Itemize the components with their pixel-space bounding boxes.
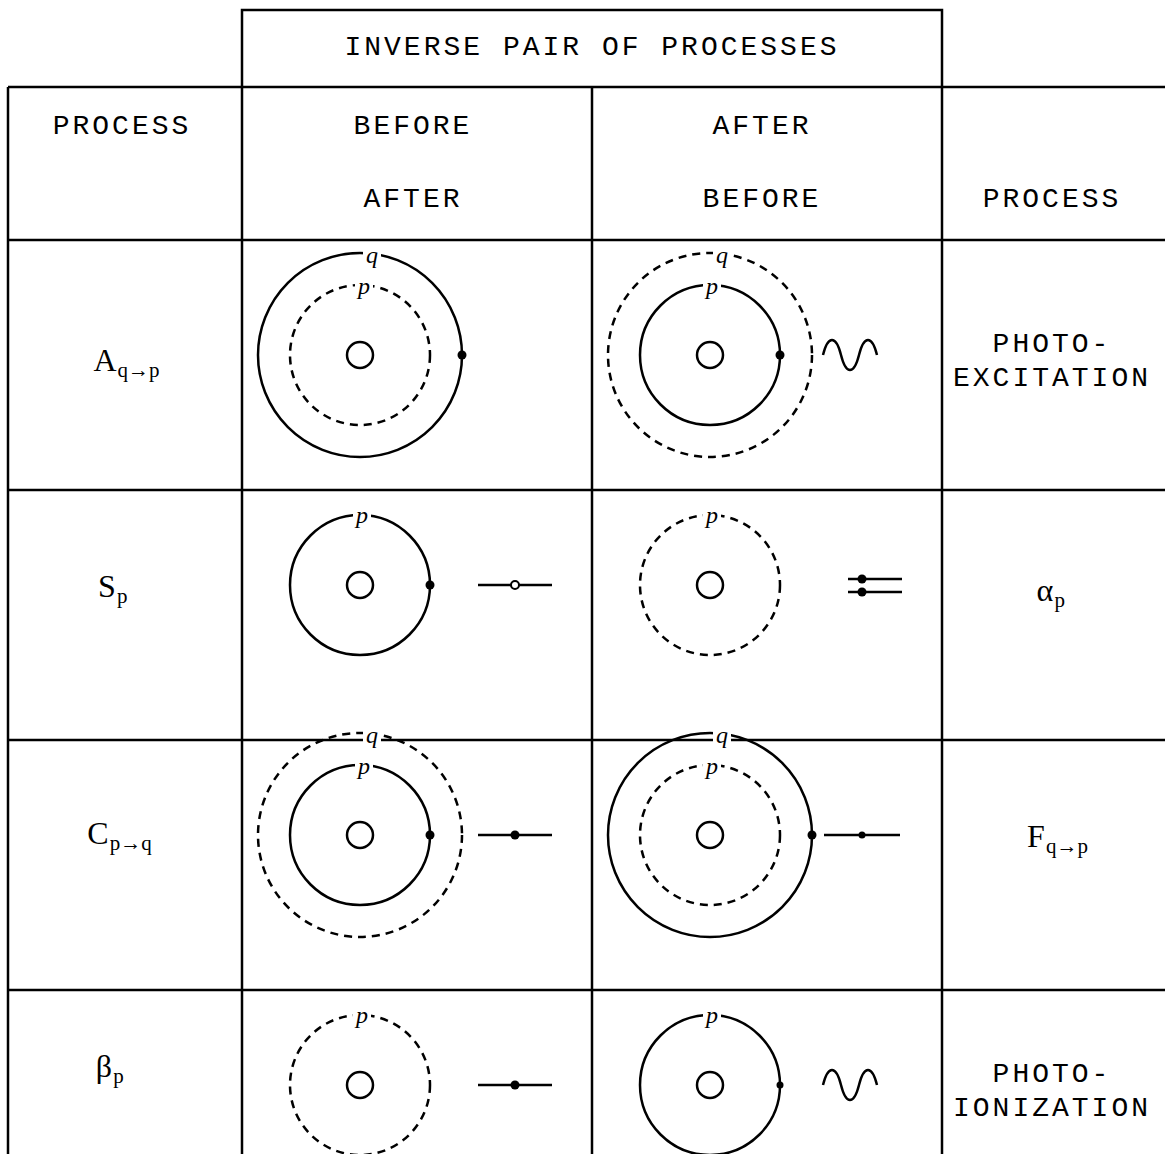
orbit-label: q — [713, 723, 731, 747]
column-header: BEFORE — [703, 183, 822, 217]
process-symbol: A — [93, 344, 116, 376]
electron — [858, 588, 867, 597]
orbit-dashed — [290, 285, 430, 425]
process-subscript: p — [117, 586, 128, 607]
table-rule — [8, 739, 1165, 742]
orbit-dashed — [608, 253, 812, 457]
process-subscript: q→p — [1046, 836, 1088, 857]
free-electron — [848, 578, 902, 581]
orbit-solid — [640, 1015, 780, 1154]
process-symbol: S — [98, 570, 116, 602]
orbit-solid — [608, 733, 812, 937]
column-header: PROCESS — [53, 110, 192, 144]
table-header: INVERSE PAIR OF PROCESSES — [344, 31, 839, 65]
process-subscript: p — [1054, 590, 1065, 611]
table-rule — [591, 87, 594, 1154]
column-header: AFTER — [712, 110, 811, 144]
photon-wave — [823, 1070, 877, 1100]
orbit-label: q — [713, 243, 731, 267]
orbit-dashed — [640, 765, 780, 905]
electron — [859, 832, 866, 839]
electron — [426, 831, 435, 840]
electron — [776, 351, 785, 360]
orbit-label: p — [353, 503, 371, 527]
electron — [426, 581, 435, 590]
orbit-dashed — [258, 733, 462, 937]
nucleus — [347, 572, 373, 598]
column-header: BEFORE — [354, 110, 473, 144]
table-rule — [7, 87, 10, 1154]
nucleus — [697, 572, 723, 598]
table-rule — [8, 86, 1165, 89]
column-header: PROCESS — [983, 183, 1122, 217]
orbit-solid — [290, 765, 430, 905]
process-name: PHOTO- IONIZATION — [945, 1058, 1160, 1125]
orbit-dashed — [640, 515, 780, 655]
orbit-label: q — [363, 723, 381, 747]
process-subscript: q→p — [118, 360, 160, 381]
orbit-label: p — [353, 1003, 371, 1027]
process-name: PHOTO- EXCITATION — [945, 328, 1160, 395]
process-symbol: C — [87, 817, 108, 849]
column-header: AFTER — [363, 183, 462, 217]
nucleus — [347, 342, 373, 368]
nucleus — [697, 822, 723, 848]
table-rule — [941, 87, 944, 1154]
electron — [858, 575, 867, 584]
orbit-label: p — [355, 274, 373, 298]
orbit-label: p — [703, 754, 721, 778]
electron — [808, 831, 817, 840]
photon-wave — [823, 340, 877, 370]
orbit-solid — [290, 515, 430, 655]
orbit-label: q — [363, 243, 381, 267]
orbit-label: p — [703, 503, 721, 527]
table-rules — [8, 10, 1165, 1154]
process-symbol: α — [1037, 574, 1054, 606]
process-symbol: F — [1027, 820, 1045, 852]
nucleus — [697, 1072, 723, 1098]
orbit-dashed — [290, 1015, 430, 1154]
table-rule — [8, 239, 1165, 242]
electron — [511, 1081, 520, 1090]
free-electron — [848, 591, 902, 594]
orbit-solid — [640, 285, 780, 425]
electron — [777, 1082, 784, 1089]
orbit-label: p — [355, 754, 373, 778]
orbit-label: p — [703, 1003, 721, 1027]
process-subscript: p→q — [110, 833, 152, 854]
electron — [458, 351, 467, 360]
electron-open — [511, 581, 519, 589]
orbit-solid — [258, 253, 462, 457]
header-box — [242, 10, 942, 87]
nucleus — [347, 822, 373, 848]
nucleus — [697, 342, 723, 368]
table-rule — [241, 87, 244, 1154]
nucleus — [347, 1072, 373, 1098]
orbit-label: p — [703, 274, 721, 298]
process-subscript: p — [113, 1066, 124, 1087]
table-rule — [8, 989, 1165, 992]
process-symbol: β — [96, 1050, 112, 1082]
electron — [511, 831, 520, 840]
table-rule — [8, 489, 1165, 492]
